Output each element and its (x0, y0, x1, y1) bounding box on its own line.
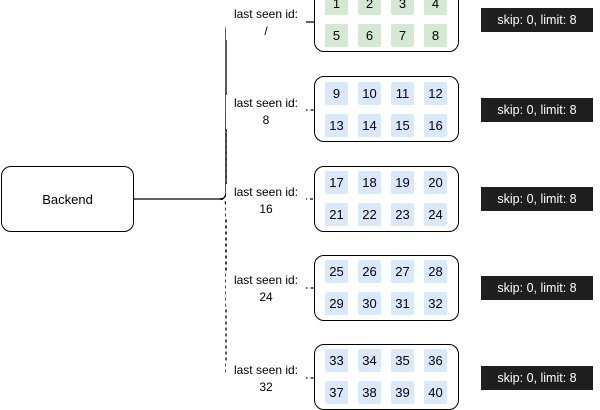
cursor-label-2: last seen id: 8 (226, 95, 306, 129)
item-cell: 25 (325, 260, 348, 283)
item-cell: 22 (358, 203, 381, 226)
item-cell: 17 (325, 171, 348, 194)
cursor-label-text: last seen id: (233, 185, 299, 199)
cursor-label-5: last seen id: 32 (226, 362, 306, 396)
item-cell: 28 (424, 260, 447, 283)
query-badge: skip: 0, limit: 8 (481, 187, 593, 211)
item-cell: 39 (391, 381, 414, 404)
cursor-label-4: last seen id: 24 (226, 272, 306, 306)
backend-node: Backend (1, 166, 134, 232)
query-badge: skip: 0, limit: 8 (481, 98, 593, 122)
item-cell: 36 (424, 349, 447, 372)
item-cell: 19 (391, 171, 414, 194)
item-cell: 21 (325, 203, 348, 226)
item-cell: 31 (391, 292, 414, 315)
item-cell: 8 (424, 24, 447, 47)
item-cell: 15 (391, 114, 414, 137)
item-cell: 23 (391, 203, 414, 226)
item-cell: 11 (391, 82, 414, 105)
item-cell: 4 (424, 0, 447, 15)
cursor-label-text: last seen id: (233, 7, 299, 21)
item-cell: 34 (358, 349, 381, 372)
item-cell: 13 (325, 114, 348, 137)
item-cell: 12 (424, 82, 447, 105)
cursor-label-3: last seen id: 16 (226, 184, 306, 218)
cursor-value: / (264, 24, 268, 38)
cursor-value: 32 (259, 380, 273, 394)
item-cell: 27 (391, 260, 414, 283)
item-cell: 20 (424, 171, 447, 194)
item-cell: 38 (358, 381, 381, 404)
backend-label: Backend (42, 191, 93, 207)
item-cell: 7 (391, 24, 414, 47)
item-cell: 14 (358, 114, 381, 137)
item-cell: 3 (391, 0, 414, 15)
query-badge: skip: 0, limit: 8 (481, 366, 593, 390)
item-cell: 37 (325, 381, 348, 404)
item-cell: 29 (325, 292, 348, 315)
item-cell: 9 (325, 82, 348, 105)
item-cell: 16 (424, 114, 447, 137)
item-cell: 30 (358, 292, 381, 315)
item-cell: 5 (325, 24, 348, 47)
query-badge: skip: 0, limit: 8 (481, 276, 593, 300)
cursor-label-text: last seen id: (233, 363, 299, 377)
item-cell: 24 (424, 203, 447, 226)
item-cell: 26 (358, 260, 381, 283)
cursor-value: 8 (262, 113, 270, 127)
cursor-label-text: last seen id: (233, 96, 299, 110)
cursor-label-1: last seen id: / (226, 6, 306, 40)
item-cell: 18 (358, 171, 381, 194)
cursor-value: 24 (259, 290, 273, 304)
item-cell: 1 (325, 0, 348, 15)
item-cell: 2 (358, 0, 381, 15)
item-cell: 35 (391, 349, 414, 372)
cursor-label-text: last seen id: (233, 273, 299, 287)
item-cell: 40 (424, 381, 447, 404)
item-cell: 6 (358, 24, 381, 47)
item-cell: 33 (325, 349, 348, 372)
query-badge: skip: 0, limit: 8 (481, 8, 593, 32)
cursor-value: 16 (259, 202, 273, 216)
item-cell: 10 (358, 82, 381, 105)
item-cell: 32 (424, 292, 447, 315)
